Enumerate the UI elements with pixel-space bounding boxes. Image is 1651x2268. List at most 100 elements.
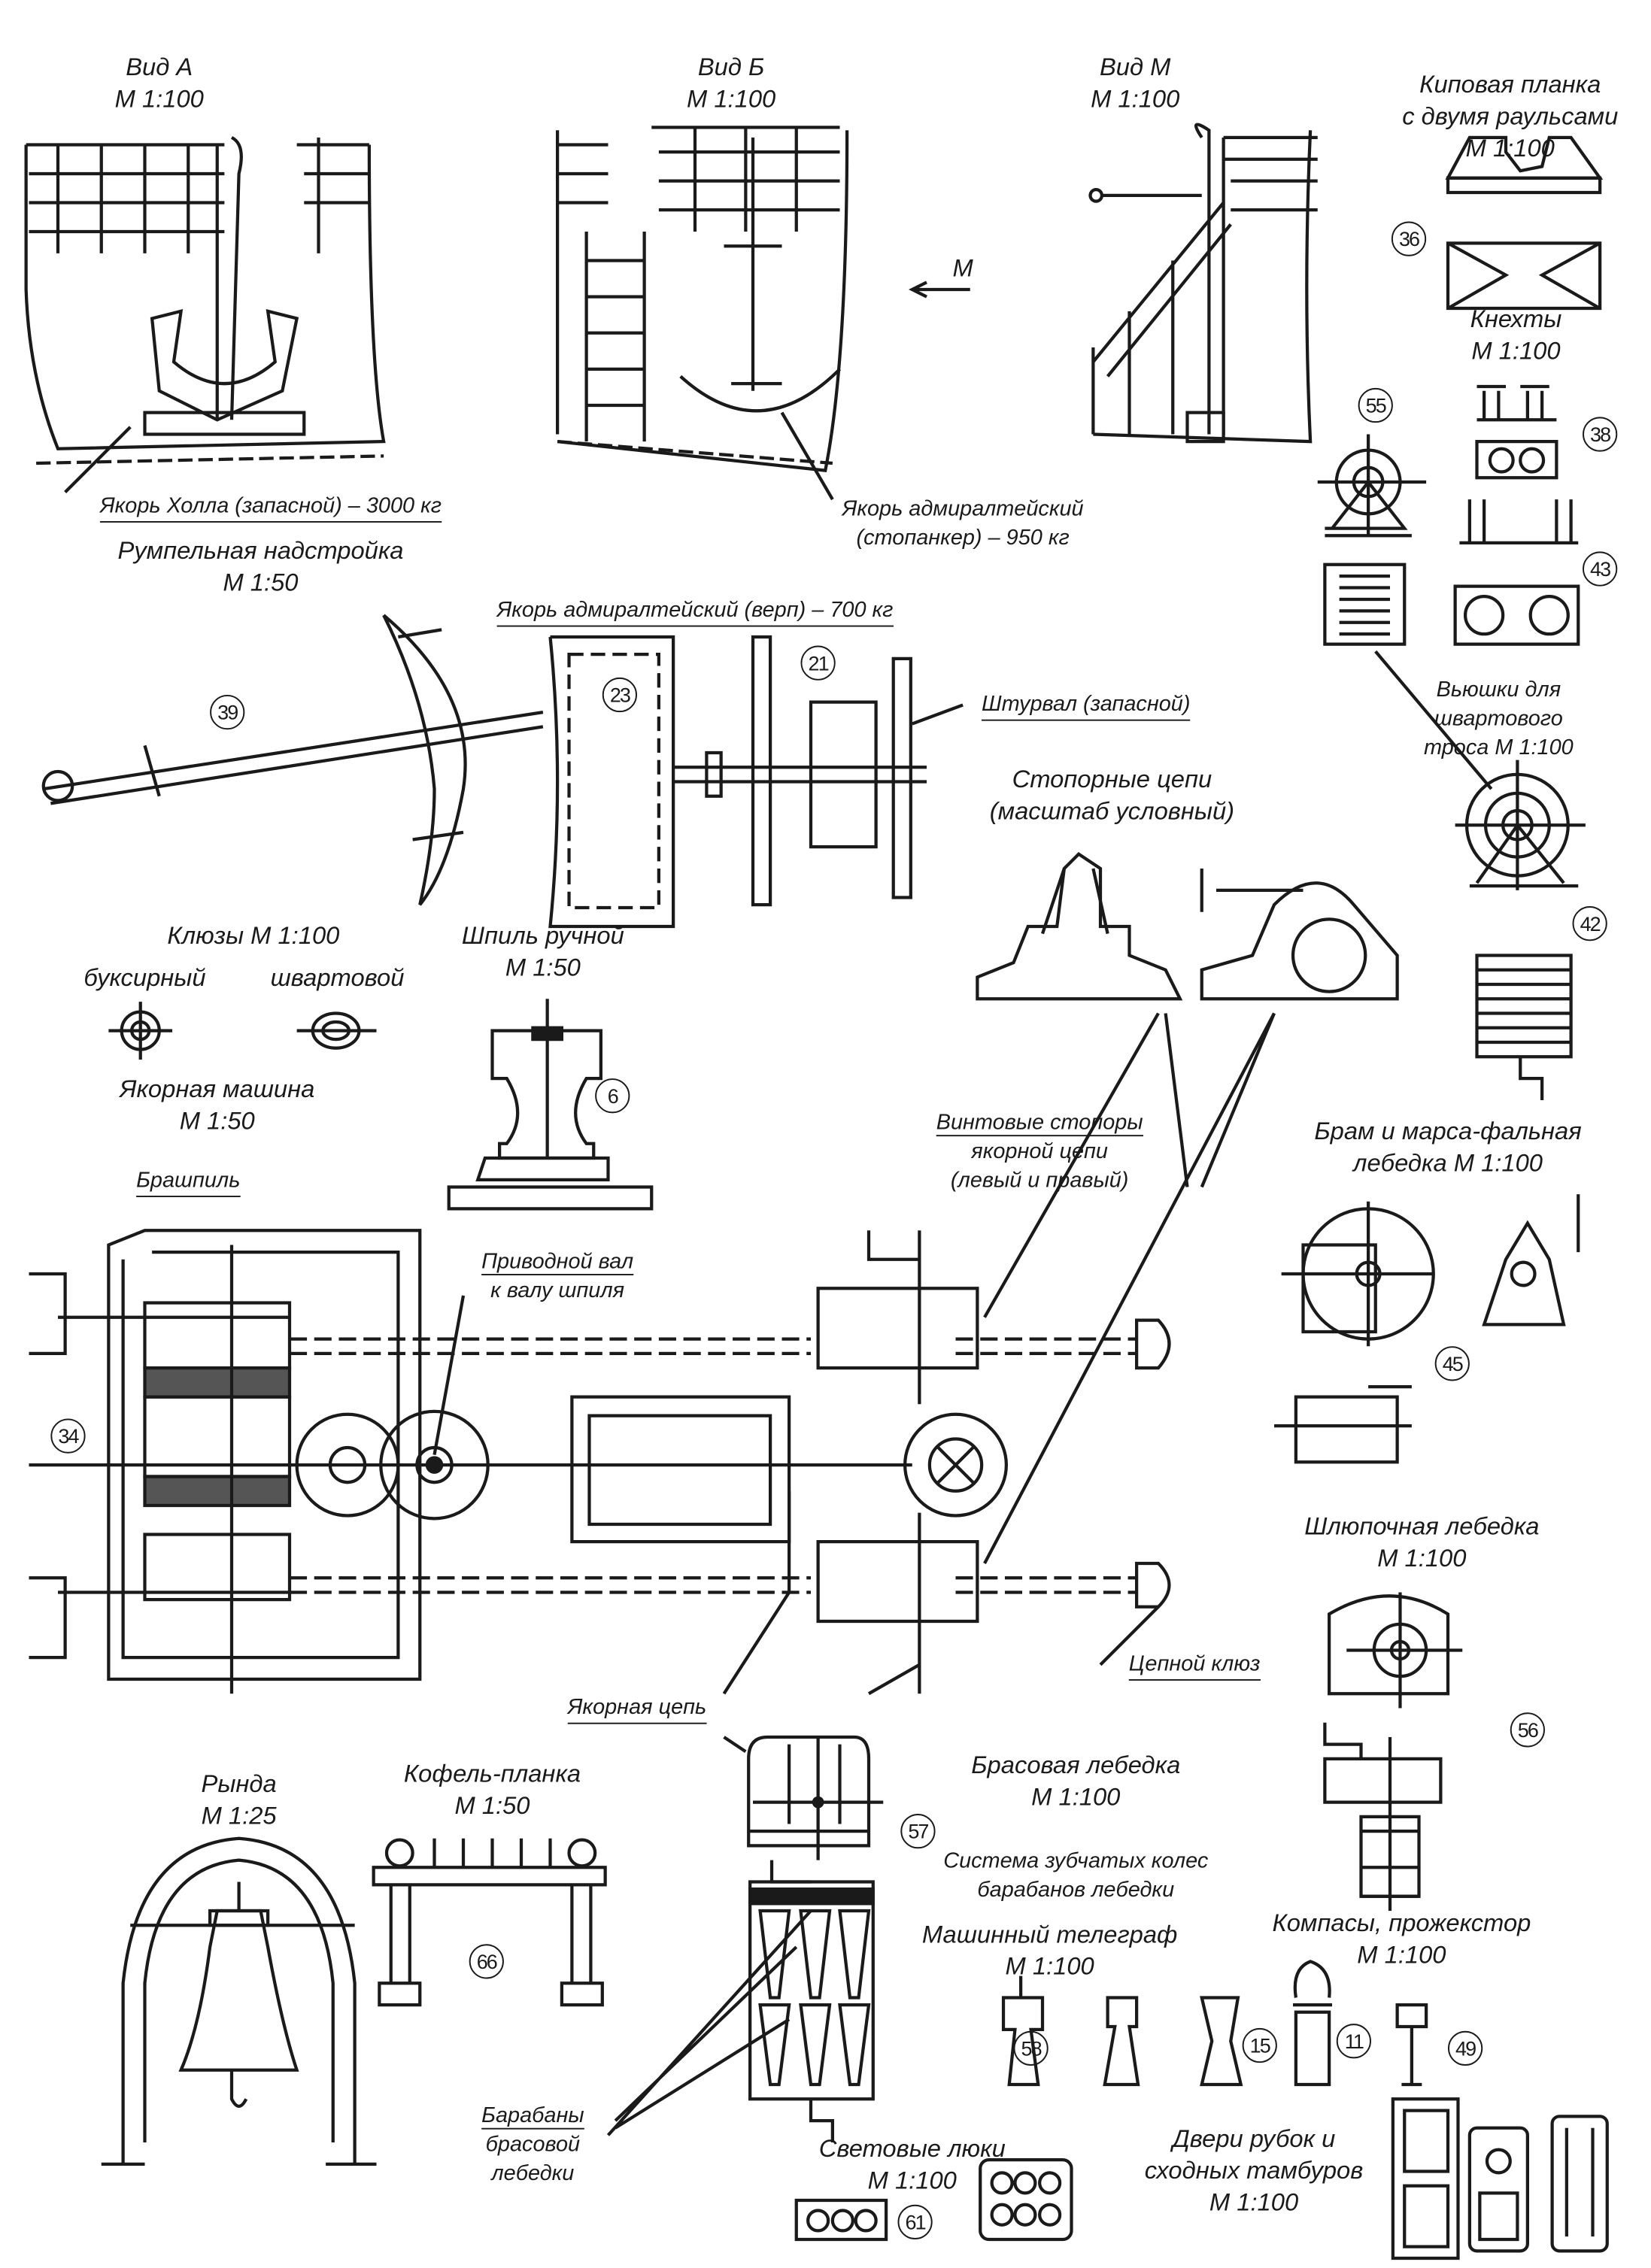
brace-winch-title: Брасовая лебедка: [971, 1751, 1181, 1779]
compass-scale: М 1:100: [1357, 1941, 1446, 1969]
part-number: 34: [50, 1418, 86, 1454]
stopper-chains-drawing: [977, 854, 1397, 1187]
brace-winch-drawing: [609, 1737, 884, 2142]
pinrail-title: Кофель-планка: [403, 1760, 581, 1788]
topsail-winch-line2: лебедка М 1:100: [1353, 1149, 1543, 1178]
stopper-chains-label: Стопорные цепи(масштаб условный): [990, 764, 1234, 828]
bollards-label: Кнехты М 1:100: [1470, 304, 1562, 368]
stream-anchor-line1: Якорь адмиралтейский: [842, 496, 1084, 521]
part-number: 43: [1583, 551, 1618, 587]
capstan-scale: М 1:50: [505, 954, 581, 982]
part-number: 45: [1434, 1346, 1470, 1381]
view-a-scale: М 1:100: [114, 85, 204, 114]
towing-hawse-label: буксирный: [83, 964, 206, 992]
steering-house-drawing: [551, 637, 964, 926]
bell-title: Рында: [201, 1770, 277, 1798]
bollards-drawing: [1455, 387, 1579, 644]
anchor-machine-drawing: [29, 1014, 1275, 1694]
doors-drawing: [1393, 2099, 1607, 2258]
telegraph-label: Машинный телеграф М 1:100: [922, 1920, 1177, 1984]
pinrail-scale: М 1:50: [454, 1792, 530, 1820]
drive-shaft-label: Приводной вал к валу шпиля: [481, 1248, 634, 1305]
view-b-title: Вид Б М 1:100: [687, 52, 775, 116]
part-number: 21: [800, 645, 836, 681]
capstan-label: Шпиль ручной М 1:50: [462, 920, 624, 984]
chain-pipe-label: Цепной клюз: [1128, 1651, 1261, 1681]
reel-55-drawing: [1318, 435, 1426, 644]
screw-stoppers-line2: якорной цепи: [971, 1139, 1109, 1164]
view-b-title-text: Вид Б: [697, 53, 765, 81]
brace-winch-scale: М 1:100: [1031, 1783, 1121, 1812]
anchor-machine-title: Якорная машина: [120, 1075, 315, 1103]
part-number: 23: [602, 677, 637, 713]
hall-anchor-label: Якорь Холла (запасной) – 3000 кг: [99, 493, 442, 523]
gear-system-line1: Система зубчатых колес: [943, 1848, 1209, 1873]
windlass-label: Брашпиль: [136, 1167, 241, 1197]
drums-line1: Барабаны: [481, 2103, 584, 2130]
part-number: 42: [1572, 906, 1607, 941]
reels-line2: швартового: [1434, 706, 1563, 732]
hawse-pipes-drawing: [108, 1002, 376, 1060]
view-b-drawing: [557, 127, 970, 499]
anchor-chain-label: Якорная цепь: [567, 1693, 707, 1724]
part-number: 36: [1391, 221, 1427, 256]
part-number: 61: [897, 2204, 933, 2239]
view-b-scale: М 1:100: [686, 85, 776, 114]
kedge-anchor-label: Якорь адмиралтейский (верп) – 700 кг: [496, 596, 894, 627]
view-a-drawing: [26, 138, 384, 493]
boat-winch-drawing: [1325, 1593, 1462, 1912]
topsail-winch-label: Брам и марса-фальная лебедка М 1:100: [1314, 1116, 1581, 1180]
hawse-label: Клюзы М 1:100: [167, 922, 340, 950]
part-number: 66: [469, 1944, 504, 1979]
anchor-machine-label: Якорная машина М 1:50: [120, 1074, 314, 1138]
stream-anchor-line2: (стопанкер) – 950 кг: [856, 525, 1070, 550]
drums-line3: лебедки: [491, 2161, 575, 2186]
capstan-drawing: [449, 999, 652, 1208]
telegraphs-compass-drawing: [1003, 1961, 1426, 2085]
skylights-drawing: [797, 2160, 1072, 2239]
topsail-winch-drawing: [1274, 1194, 1578, 1462]
screw-stoppers-line1: Винтовые стопоры: [936, 1110, 1143, 1137]
skylights-title: Световые люки: [818, 2135, 1006, 2163]
pinrail-label: Кофель-планка М 1:50: [404, 1759, 581, 1823]
doors-line3: М 1:100: [1209, 2188, 1299, 2217]
fairlead-title-1: Киповая планка: [1419, 71, 1601, 99]
brace-winch-label: Брасовая лебедка М 1:100: [971, 1750, 1180, 1814]
stream-anchor-label: Якорь адмиралтейский (стопанкер) – 950 кг: [842, 495, 1084, 553]
skylights-label: Световые люки М 1:100: [819, 2133, 1006, 2197]
drive-shaft-line1: Приводной вал: [481, 1249, 634, 1275]
fairlead-scale: М 1:100: [1465, 135, 1555, 162]
bollards-title: Кнехты: [1470, 305, 1562, 333]
ship-bell-drawing: [102, 1839, 377, 2164]
doors-line2: сходных тамбуров: [1144, 2157, 1364, 2185]
boat-winch-scale: М 1:100: [1377, 1544, 1467, 1572]
anchor-machine-scale: М 1:50: [179, 1107, 255, 1136]
compass-title: Компасы, прожекстор: [1272, 1909, 1531, 1937]
part-number: 39: [210, 695, 245, 730]
boat-winch-title: Шлюпочная лебедка: [1304, 1512, 1540, 1541]
part-number: 6: [595, 1078, 630, 1114]
drums-line2: брасовой: [485, 2132, 581, 2157]
drive-shaft-line2: к валу шпиля: [490, 1278, 625, 1303]
reels-line1: Вьюшки для: [1436, 677, 1561, 702]
skylights-scale: М 1:100: [867, 2166, 957, 2195]
bollards-scale: М 1:100: [1471, 337, 1561, 365]
arrow-m-label: М: [952, 254, 973, 283]
reel-42-drawing: [1376, 651, 1586, 1100]
telegraph-scale: М 1:100: [1005, 1952, 1094, 1981]
topsail-winch-line1: Брам и марса-фальная: [1314, 1117, 1582, 1145]
capstan-title: Шпиль ручной: [461, 922, 624, 950]
screw-stoppers-line3: (левый и правый): [950, 1168, 1129, 1193]
telegraph-title: Машинный телеграф: [921, 1921, 1178, 1949]
